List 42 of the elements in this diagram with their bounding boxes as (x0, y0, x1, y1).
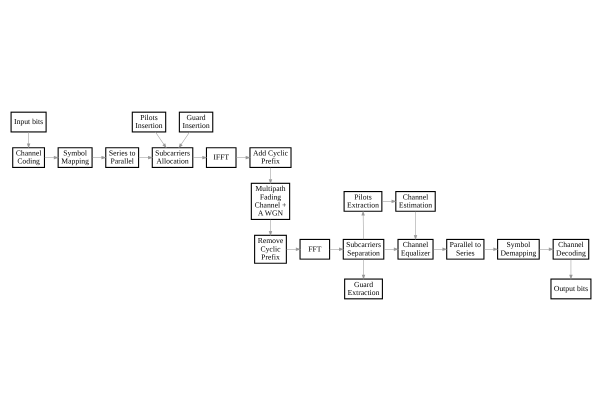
arrow (484, 247, 498, 250)
arrow (192, 155, 208, 159)
node-box: Parallel to Series (446, 238, 484, 260)
node-box: Channel Equalizer (397, 238, 434, 260)
node-box: Symbol Mapping (58, 146, 93, 168)
arrow (26, 131, 30, 148)
arrow (138, 155, 153, 159)
arrow (236, 155, 251, 159)
node-box: Channel Estimation (395, 190, 436, 212)
arrow (155, 131, 167, 148)
node-box: Pilots Insertion (132, 111, 166, 132)
arrow (361, 210, 365, 240)
node-box: Input bits (10, 111, 47, 132)
arrow (384, 247, 399, 250)
arrow (178, 131, 190, 148)
node-box: Output bits (550, 278, 592, 299)
arrow (414, 210, 418, 240)
arrow (268, 218, 272, 236)
node-box: Multipath Fading Channel + A WGN (250, 182, 290, 220)
arrow (92, 155, 106, 159)
node-box: Symbol Demapping (497, 238, 540, 260)
node-box: FFT (300, 238, 330, 260)
node-box: Add Cyclic Prefix (249, 146, 292, 168)
node-box: Channel Coding (12, 146, 46, 168)
node-box: Guard Extraction (344, 278, 383, 299)
node-box: IFFT (206, 146, 237, 168)
arrow (286, 247, 301, 250)
node-box: Channel Decoding (552, 238, 590, 260)
node-box: Guard Insertion (178, 111, 214, 132)
arrow (432, 247, 448, 250)
node-box: Remove Cyclic Prefix (254, 234, 287, 264)
node-box: Series to Parallel (105, 146, 140, 168)
arrow (539, 247, 554, 250)
node-box: Pilots Extraction (344, 190, 382, 212)
arrow (362, 258, 366, 280)
arrow (268, 166, 272, 184)
arrow (329, 247, 344, 250)
arrow (569, 258, 573, 280)
arrow (382, 199, 396, 203)
node-box: Subcarriers Allocation (152, 146, 194, 168)
arrow (44, 155, 59, 159)
node-box: Subcarriers Separation (342, 238, 384, 260)
